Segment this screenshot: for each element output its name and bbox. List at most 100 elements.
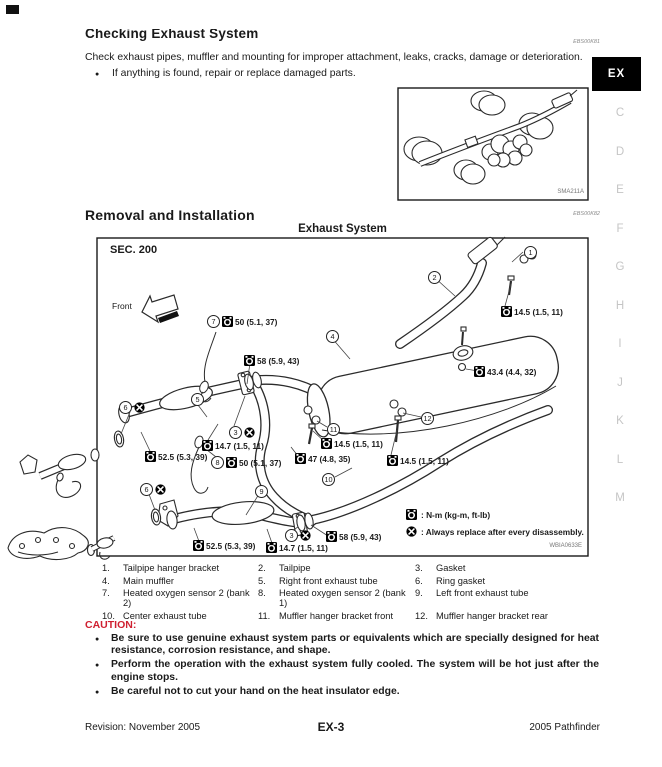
callout-12: 12: [421, 412, 434, 425]
part-item: 7.Heated oxygen sensor 2 (bank 2): [102, 588, 258, 608]
callout-11: 11: [327, 423, 340, 436]
section1-bullet: ● If anything is found, repair or replac…: [95, 68, 356, 79]
bullet-icon: ●: [95, 662, 100, 670]
torque-icon: [266, 542, 277, 553]
part-num: 5.: [258, 575, 266, 586]
margin-letter: M: [615, 492, 625, 504]
legend-replace-text: : Always replace after every disassembly…: [421, 526, 584, 537]
caution-item: ● Perform the operation with the exhaust …: [85, 659, 599, 684]
margin-letter: C: [615, 107, 625, 119]
page-title: Checking Exhaust System: [85, 29, 259, 41]
part-number-circle: 6: [140, 483, 153, 496]
margin-letter: E: [616, 184, 624, 196]
catalytic-converter: [211, 500, 275, 526]
part-num: 2.: [258, 563, 266, 573]
torque-icon: [474, 366, 485, 377]
caution-text: Be careful not to cut your hand on the h…: [111, 686, 400, 698]
part-num: 8.: [258, 588, 266, 598]
part-number-circle: 12: [421, 412, 434, 425]
exhaust-smoke-cloud: [481, 134, 533, 168]
always-replace-icon: [244, 427, 255, 438]
hangers-and-bolts: [303, 250, 537, 445]
part-num: 3.: [415, 563, 423, 573]
footer-revision: Revision: November 2005: [85, 722, 201, 733]
caution-text: Be sure to use genuine exhaust system pa…: [111, 632, 599, 657]
diagram-border: [96, 237, 589, 557]
part-name: Tailpipe: [279, 563, 311, 573]
margin-letter: J: [617, 376, 623, 389]
part-item: 2. Tailpipe: [258, 563, 415, 573]
always-replace-icon: [155, 484, 166, 495]
part-item: 3.Gasket: [415, 563, 590, 573]
part-name: Left front exhaust tube: [436, 588, 529, 598]
section2-code: EBS00K82: [573, 211, 600, 217]
torque-value: 50 (5.1, 37): [239, 457, 282, 468]
figure1-code: SMA211A: [557, 189, 584, 195]
small-figure-border: [397, 87, 589, 201]
torque-value: 14.7 (1.5, 11): [215, 440, 264, 451]
margin-letter: F: [616, 222, 624, 235]
callout-5: 5: [191, 393, 204, 406]
part-number-circle: 5: [191, 393, 204, 406]
callout-2: 2: [428, 271, 441, 284]
manifold-sketch: [7, 527, 116, 561]
margin-letter: K: [616, 415, 624, 427]
part-num: 12.: [415, 610, 428, 621]
part-item: 10.Center exhaust tube: [102, 611, 258, 621]
section-checking-heading-wrap: Checking Exhaust System: [85, 29, 485, 44]
callout-torque: 58 (5.9, 43): [326, 531, 381, 542]
part-name: Right front exhaust tube: [279, 575, 378, 586]
callout-torque: 14.5 (1.5, 11): [501, 306, 563, 317]
margin-letter-index: C D E F G H I J K L M: [612, 107, 628, 504]
legend-torque-text: : N-m (kg-m, ft-lb): [421, 509, 491, 520]
part-item: 4.Main muffler: [102, 576, 258, 586]
callout-torque: 52.5 (5.3, 39): [193, 540, 255, 551]
callout-7-torque: 7 50 (5.1, 37): [207, 315, 277, 328]
part-number-circle: 6: [119, 401, 132, 414]
bullet-icon: ●: [95, 635, 100, 643]
part-name: Ring gasket: [436, 575, 486, 586]
torque-value: 14.7 (1.5, 11): [279, 542, 328, 553]
callout-torque: 14.5 (1.5, 11): [387, 455, 449, 466]
tailpipe-tip: [467, 236, 506, 265]
part-item: 9.Left front exhaust tube: [415, 588, 590, 608]
caution-text: Perform the operation with the exhaust s…: [111, 659, 599, 684]
torque-icon: [145, 451, 156, 462]
part-number-circle: 4: [326, 330, 339, 343]
exhaust-system-drawing: [113, 236, 559, 547]
part-number-circle: 2: [428, 271, 441, 284]
part-name: Main muffler: [123, 575, 174, 586]
margin-letter: H: [615, 299, 625, 312]
part-item: 1.Tailpipe hanger bracket: [102, 563, 258, 573]
callout-torque: 14.5 (1.5, 11): [321, 438, 383, 449]
tab-ex[interactable]: EX: [592, 57, 641, 91]
callout-9: 9: [255, 485, 268, 498]
always-replace-icon: [406, 526, 417, 537]
clamp: [452, 345, 474, 361]
always-replace-icon: [134, 402, 145, 413]
catalytic-converter: [159, 385, 213, 411]
underbody-sketch: [403, 89, 578, 185]
section1-body: Check exhaust pipes, muffler and mountin…: [85, 52, 583, 63]
torque-value: 58 (5.9, 43): [257, 355, 300, 366]
part-num: 11.: [258, 610, 271, 621]
part-number-circle: 7: [207, 315, 220, 328]
wheel-icon: [478, 94, 506, 116]
callout-torque: 47 (4.8, 35): [295, 453, 350, 464]
catalyst-sketch: [19, 448, 100, 498]
footer-model: 2005 Pathfinder: [529, 722, 600, 733]
callout-torque: 14.7 (1.5, 11): [266, 542, 328, 553]
callout-3-replace: 3: [229, 426, 255, 439]
part-name: Center exhaust tube: [123, 610, 207, 621]
torque-value: 58 (5.9, 43): [339, 531, 382, 542]
always-replace-icon: [300, 530, 311, 541]
torque-value: 14.5 (1.5, 11): [514, 306, 563, 317]
torque-icon: [387, 455, 398, 466]
part-num: 7.: [102, 588, 110, 598]
callout-4: 4: [326, 330, 339, 343]
part-number-circle: 3: [285, 529, 298, 542]
part-number-circle: 11: [327, 423, 340, 436]
torque-value: 52.5 (5.3, 39): [158, 451, 208, 462]
callout-torque: 14.7 (1.5, 11): [202, 440, 264, 451]
figure2-code: WBIA0633E: [549, 543, 582, 549]
